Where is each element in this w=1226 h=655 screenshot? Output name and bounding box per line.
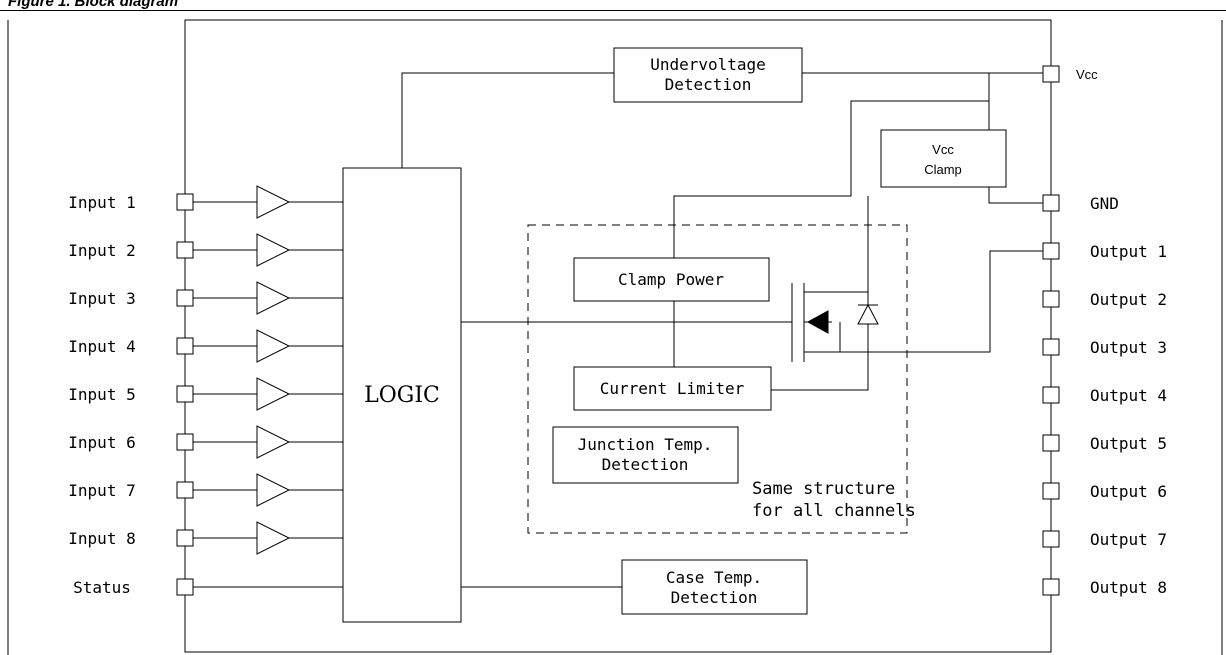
input-label-6: Input 6 (68, 433, 135, 452)
input-pins: Input 1 Input 2 Input 3 Input 4 Input 5 Input… (68, 185, 343, 555)
buffer-triangle-4 (256, 329, 291, 363)
pin-output-3 (1042, 338, 1060, 356)
buffer-triangle-8 (256, 521, 291, 555)
undervoltage-line2: Detection (665, 75, 752, 94)
junction-temp-line1: Junction Temp. (578, 435, 713, 454)
pin-vcc (1042, 65, 1060, 83)
case-temp-block (621, 559, 808, 615)
vcc-clamp-line2: Clamp (924, 162, 962, 177)
caption-rule (0, 10, 1226, 11)
buffer-triangle-5 (256, 377, 291, 411)
output-label-8: Output 8 (1090, 578, 1167, 597)
limiter-sense-wire (771, 324, 869, 391)
figure-caption: Figure 1. Block diagram (8, 0, 179, 10)
vcc-label: Vcc (1076, 67, 1098, 82)
pin-input-1 (176, 193, 194, 211)
pin-output-4 (1042, 386, 1060, 404)
pin-input-8 (176, 529, 194, 547)
pin-output-2 (1042, 290, 1060, 308)
vcc-to-clamp-power-wire (673, 100, 989, 258)
pin-input-4 (176, 337, 194, 355)
output-label-3: Output 3 (1090, 338, 1167, 357)
input-label-7: Input 7 (68, 481, 135, 500)
undervoltage-block (613, 47, 803, 103)
case-temp-line2: Detection (671, 588, 758, 607)
input-label-4: Input 4 (68, 337, 135, 356)
pin-input-3 (176, 289, 194, 307)
logic-block (342, 167, 462, 623)
buffer-triangle-2 (256, 233, 291, 267)
output-label-4: Output 4 (1090, 386, 1167, 405)
power-mosfet (791, 283, 868, 362)
input-label-1: Input 1 (68, 193, 135, 212)
undervoltage-line1: Undervoltage (650, 55, 766, 74)
output-label-1: Output 1 (1090, 242, 1167, 261)
clamp-power-block (573, 257, 770, 302)
pin-output-8 (1042, 578, 1060, 596)
output-label-2: Output 2 (1090, 290, 1167, 309)
channel-frame (527, 224, 908, 534)
note-line2: for all channels (752, 501, 916, 521)
junction-temp-block (552, 426, 739, 484)
mosfet-to-output-wire (840, 250, 1043, 353)
status-label: Status (73, 578, 131, 597)
case-temp-line1: Case Temp. (666, 568, 762, 587)
pin-output-1 (1042, 242, 1060, 260)
pin-input-7 (176, 481, 194, 499)
input-label-2: Input 2 (68, 241, 135, 260)
output-label-7: Output 7 (1090, 530, 1167, 549)
buffer-triangle-3 (256, 281, 291, 315)
chip-outline (184, 19, 1052, 653)
buffer-triangle-7 (256, 473, 291, 507)
output-label-6: Output 6 (1090, 482, 1167, 501)
note-line1: Same structure (752, 479, 895, 499)
input-label-3: Input 3 (68, 289, 135, 308)
input-label-8: Input 8 (68, 529, 135, 548)
vcc-clamp-line1: Vcc (932, 142, 954, 157)
input-label-5: Input 5 (68, 385, 135, 404)
logic-label: LOGIC (364, 383, 440, 408)
pin-status (176, 578, 194, 596)
pin-gnd (1042, 194, 1060, 212)
buffer-triangle-1 (256, 185, 291, 219)
vcc-clamp-block (880, 129, 1007, 188)
current-limiter-label: Current Limiter (600, 379, 745, 398)
pin-input-5 (176, 385, 194, 403)
body-diode (857, 303, 879, 325)
gnd-label: GND (1090, 194, 1119, 213)
current-limiter-block (573, 366, 772, 411)
output-pins: Output 1 Output 2 Output 3 Output 4 Output 5… (1042, 242, 1167, 597)
junction-temp-line2: Detection (602, 455, 689, 474)
pin-input-2 (176, 241, 194, 259)
pin-output-6 (1042, 482, 1060, 500)
output-label-5: Output 5 (1090, 434, 1167, 453)
pin-input-6 (176, 433, 194, 451)
pin-output-5 (1042, 434, 1060, 452)
buffer-triangle-6 (256, 425, 291, 459)
clamp-to-gnd-wire (988, 187, 1043, 204)
logic-to-undervoltage-wire (401, 72, 614, 168)
clamp-power-label: Clamp Power (618, 270, 724, 289)
pin-output-7 (1042, 530, 1060, 548)
